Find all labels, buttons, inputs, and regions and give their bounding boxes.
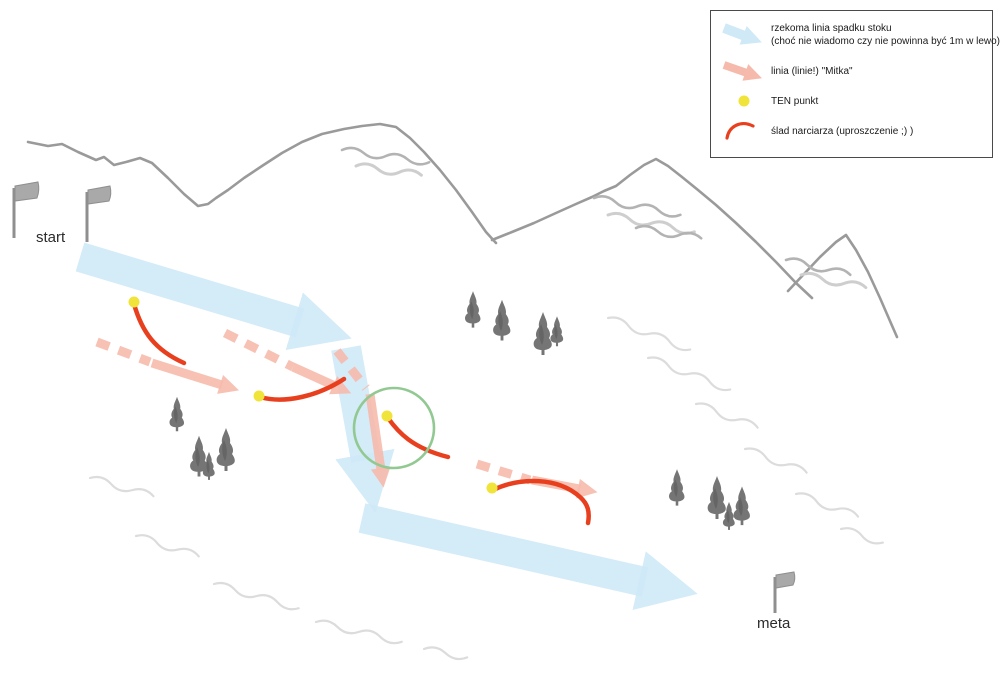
- legend-item-ten-point: TEN punkt: [717, 93, 984, 109]
- ten-point-2: [253, 390, 265, 402]
- shading-squiggle: [799, 271, 868, 290]
- legend-label: rzekoma linia spadku stoku (choć nie wia…: [771, 22, 1000, 48]
- shading-squiggle: [784, 257, 852, 277]
- ski-track-4: [490, 478, 591, 526]
- fall-line-arrow-icon: [717, 21, 771, 49]
- flag-icon: [775, 571, 796, 589]
- ten-point-3: [381, 410, 393, 422]
- ski-track-icon: [717, 118, 771, 144]
- shading-squiggle: [606, 211, 696, 235]
- start-flags: [12, 181, 112, 242]
- legend-label-line2: (choć nie wiadomo czy nie powinna być 1m…: [771, 36, 1000, 47]
- legend-item-fall-line: rzekoma linia spadku stoku (choć nie wia…: [717, 21, 1000, 49]
- texture-squiggle: [314, 619, 403, 645]
- texture-squiggle: [88, 475, 155, 498]
- slope-texture: [88, 316, 884, 661]
- ten-point-4: [486, 482, 498, 494]
- meta-label: meta: [757, 615, 791, 632]
- mitka-arrow-1: [150, 358, 240, 394]
- tree-icon: [169, 396, 185, 432]
- mountain-shading: [340, 146, 868, 290]
- ski-track-1: [131, 301, 187, 366]
- mountain-range: [26, 122, 899, 339]
- tree-icon: [550, 316, 564, 347]
- tree-icon: [533, 312, 552, 355]
- mitka-arrow-3: [365, 393, 391, 488]
- trees: [169, 291, 750, 530]
- legend-item-mitka: linia (linie!) "Mitka": [717, 58, 984, 84]
- tree-icon: [465, 291, 481, 328]
- shading-squiggle: [354, 162, 423, 177]
- tree-icon: [216, 428, 235, 471]
- ten-point-1: [128, 296, 140, 308]
- mitka-arrow-2: [291, 362, 352, 395]
- shading-squiggle: [340, 146, 431, 166]
- mitka-dashed-1: [95, 337, 152, 367]
- legend-label: TEN punkt: [771, 95, 819, 107]
- fall-line-arrow-1: [75, 242, 352, 351]
- texture-squiggle: [134, 534, 200, 558]
- mitka-dashed-2: [222, 328, 296, 372]
- flag-pole-icon: [773, 577, 777, 613]
- flag-pole-icon: [12, 188, 16, 238]
- tree-icon: [733, 486, 750, 526]
- legend-item-ski-track: ślad narciarza (uproszczenie ;) ): [717, 118, 984, 144]
- flag-icon: [87, 185, 112, 205]
- ten-point-icon: [717, 93, 771, 109]
- texture-squiggle: [743, 447, 808, 474]
- texture-squiggle: [422, 646, 469, 661]
- texture-squiggle: [794, 492, 860, 518]
- legend: rzekoma linia spadku stoku (choć nie wia…: [710, 10, 1000, 158]
- shading-squiggle: [592, 195, 682, 218]
- tree-icon: [493, 299, 511, 341]
- flag-pole-icon: [85, 192, 89, 242]
- flag-icon: [14, 181, 40, 202]
- texture-squiggle: [839, 527, 884, 545]
- tree-icon: [669, 469, 685, 506]
- mitka-dashed-3: [333, 348, 370, 391]
- mitka-line-icon: [717, 58, 771, 84]
- meta-flag: [773, 571, 796, 613]
- fall-line-arrow-2: [331, 345, 395, 514]
- tree-icon: [707, 476, 726, 519]
- legend-label-line1: rzekoma linia spadku stoku: [771, 23, 892, 34]
- fall-line-arrows: [75, 242, 698, 610]
- texture-squiggle: [212, 581, 300, 611]
- fall-line-arrow-3: [358, 503, 698, 610]
- texture-squiggle: [694, 402, 759, 429]
- shading-squiggle: [634, 224, 703, 240]
- ten-points: [128, 296, 498, 494]
- mitka-dashed-4: [475, 459, 532, 485]
- legend-label: ślad narciarza (uproszczenie ;) ): [771, 125, 914, 137]
- highlight-circle: [352, 386, 436, 470]
- mountain-ridge-left: [26, 122, 498, 245]
- start-label: start: [36, 229, 66, 246]
- texture-squiggle: [606, 316, 692, 352]
- ski-track-2: [257, 376, 347, 402]
- mountain-ridge-right: [786, 233, 899, 339]
- texture-squiggle: [646, 356, 732, 392]
- ski-track-3: [385, 415, 451, 460]
- mountain-ridge-middle: [490, 157, 814, 300]
- legend-label: linia (linie!) "Mitka": [771, 65, 853, 77]
- ski-tracks: [131, 301, 591, 526]
